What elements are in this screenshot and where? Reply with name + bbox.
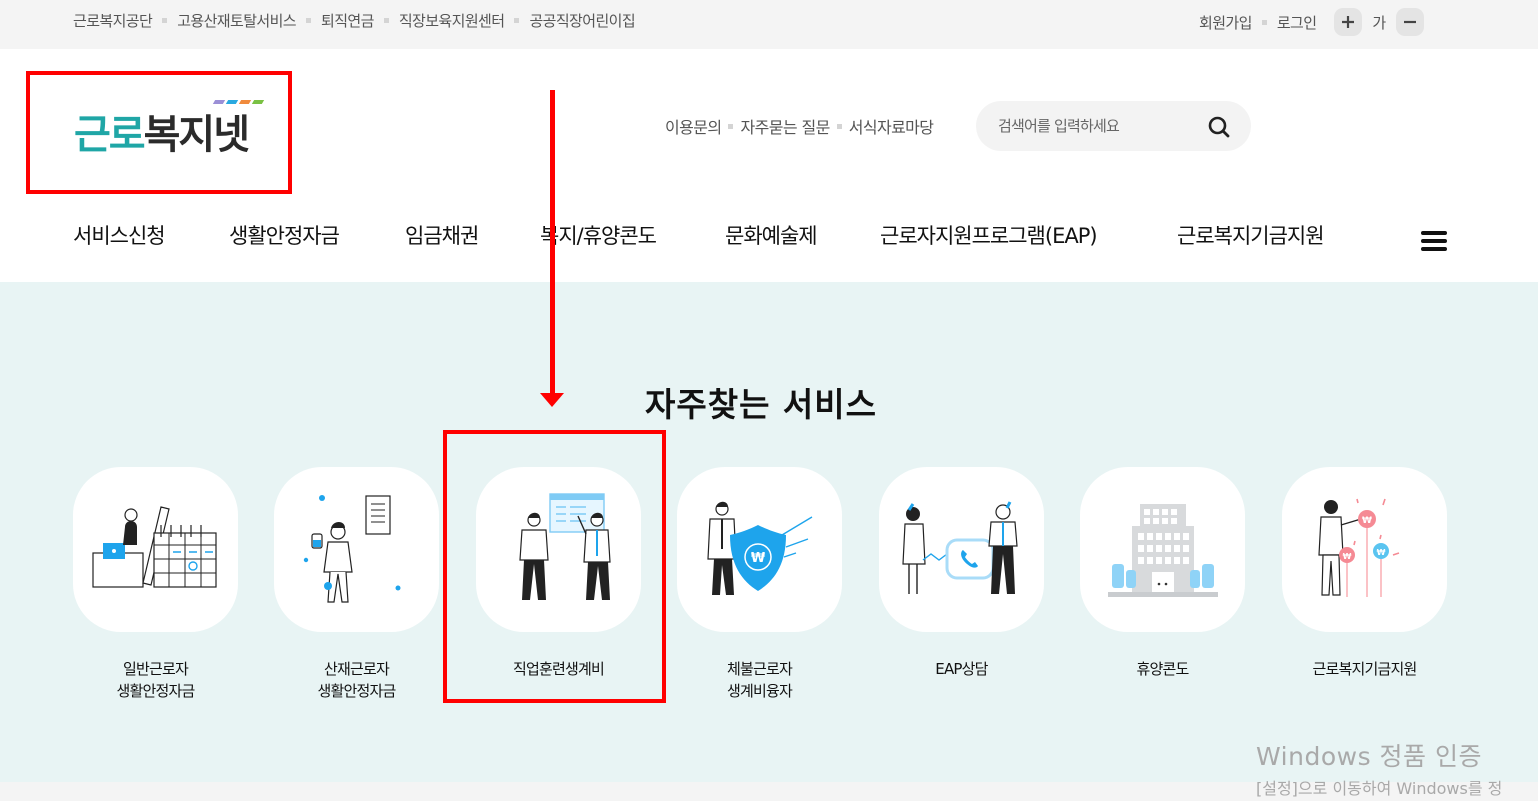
training-presentation-icon bbox=[518, 492, 611, 600]
label-line: 휴양콘도 bbox=[1136, 660, 1189, 678]
service-card-welfare-fund-support[interactable]: ₩ ₩ ₩ 근로복지기금지원 bbox=[1282, 467, 1447, 680]
svg-text:₩: ₩ bbox=[1376, 548, 1385, 557]
font-size-label: 가 bbox=[1372, 13, 1386, 32]
label-line: 직업훈련생계비 bbox=[512, 660, 605, 678]
utility-bar: 근로복지공단 고용산재토탈서비스 퇴직연금 직장보육지원센터 공공직장어린이집 … bbox=[0, 0, 1538, 49]
svg-text:₩: ₩ bbox=[750, 551, 765, 566]
service-label: 일반근로자 생활안정자금 bbox=[73, 658, 238, 702]
nav-eap[interactable]: 근로자지원프로그램(EAP) bbox=[880, 224, 1098, 248]
link-pension[interactable]: 퇴직연금 bbox=[321, 12, 374, 30]
font-increase-button[interactable] bbox=[1334, 8, 1363, 36]
service-card-industrial-accident-fund[interactable]: 산재근로자 생활안정자금 bbox=[274, 467, 439, 702]
service-label: 직업훈련생계비 bbox=[476, 658, 641, 680]
separator-dot bbox=[728, 123, 734, 129]
phone-counsel-icon bbox=[901, 500, 1018, 594]
service-label: 근로복지기금지원 bbox=[1282, 658, 1447, 680]
footer-strip bbox=[0, 782, 1538, 801]
service-icon-box: ₩ bbox=[677, 467, 842, 632]
forms-link[interactable]: 서식자료마당 bbox=[848, 118, 934, 137]
label-line: 근로복지기금지원 bbox=[1312, 660, 1417, 678]
separator-dot bbox=[306, 18, 312, 23]
login-link[interactable]: 로그인 bbox=[1276, 13, 1317, 32]
service-label: EAP상담 bbox=[879, 658, 1044, 680]
menu-button[interactable] bbox=[1421, 231, 1447, 253]
link-comwel[interactable]: 근로복지공단 bbox=[73, 12, 153, 30]
service-label: 휴양콘도 bbox=[1080, 658, 1245, 680]
watermark-line-1: Windows 정품 인증 bbox=[1256, 742, 1482, 771]
search-input[interactable] bbox=[998, 114, 1198, 138]
search-box bbox=[976, 101, 1251, 151]
service-icon-box: ₩ ₩ ₩ bbox=[1282, 467, 1447, 632]
service-card-general-worker-fund[interactable]: 일반근로자 생활안정자금 bbox=[73, 467, 238, 702]
link-public-daycare[interactable]: 공공직장어린이집 bbox=[529, 12, 636, 30]
calendar-worker-icon bbox=[91, 505, 217, 588]
separator-dot bbox=[383, 18, 389, 23]
label-line: EAP상담 bbox=[935, 660, 988, 678]
label-line: 생활안정자금 bbox=[116, 682, 195, 700]
won-shield-icon: ₩ bbox=[706, 501, 812, 595]
plus-icon bbox=[1342, 16, 1355, 28]
separator-dot bbox=[1261, 19, 1267, 25]
separator-dot bbox=[162, 18, 168, 23]
separator-dot bbox=[836, 123, 842, 129]
service-icon-box bbox=[1080, 467, 1245, 632]
main-navigation: 서비스신청 생활안정자금 임금채권 복지/휴양콘도 문화예술제 근로자지원프로그… bbox=[0, 220, 1538, 260]
watermark-line-2: [설정]으로 이동하여 Windows를 정 bbox=[1256, 779, 1503, 798]
help-links: 이용문의 자주묻는 질문 서식자료마당 bbox=[665, 114, 934, 138]
fund-flower-icon: ₩ ₩ ₩ bbox=[1317, 498, 1399, 597]
member-links: 회원가입 로그인 가 bbox=[1199, 8, 1424, 36]
service-icon-box bbox=[476, 467, 641, 632]
nav-welfare-fund[interactable]: 근로복지기금지원 bbox=[1177, 224, 1325, 248]
section-title: 자주찾는 서비스 bbox=[644, 385, 877, 424]
logo-text: 근로복지넷 bbox=[74, 102, 250, 160]
link-total-service[interactable]: 고용산재토탈서비스 bbox=[177, 12, 297, 30]
logo-part-2: 복지넷 bbox=[143, 112, 250, 158]
nav-living-fund[interactable]: 생활안정자금 bbox=[229, 224, 340, 248]
link-childcare-center[interactable]: 직장보육지원센터 bbox=[398, 12, 505, 30]
label-line: 산재근로자 bbox=[323, 660, 390, 678]
svg-text:₩: ₩ bbox=[1362, 516, 1372, 526]
service-card-eap-counseling[interactable]: EAP상담 bbox=[879, 467, 1044, 680]
service-icon-box bbox=[274, 467, 439, 632]
nav-wage-claim[interactable]: 임금채권 bbox=[405, 224, 479, 248]
signup-link[interactable]: 회원가입 bbox=[1199, 13, 1252, 32]
service-card-vocational-training-living-cost[interactable]: 직업훈련생계비 bbox=[476, 467, 641, 680]
font-decrease-button[interactable] bbox=[1395, 8, 1424, 36]
service-icon-box bbox=[73, 467, 238, 632]
service-card-unpaid-worker-loan[interactable]: ₩ 체불근로자 생계비융자 bbox=[677, 467, 842, 702]
minus-icon bbox=[1403, 20, 1416, 24]
service-label: 산재근로자 생활안정자금 bbox=[274, 658, 439, 702]
label-line: 생활안정자금 bbox=[317, 682, 396, 700]
nav-service-apply[interactable]: 서비스신청 bbox=[73, 224, 166, 248]
site-logo[interactable]: 근로복지넷 bbox=[74, 96, 274, 158]
inquiry-link[interactable]: 이용문의 bbox=[665, 118, 722, 137]
faq-link[interactable]: 자주묻는 질문 bbox=[740, 118, 830, 137]
label-line: 체불근로자 bbox=[726, 660, 793, 678]
logo-part-1: 근로 bbox=[74, 112, 146, 158]
hamburger-icon bbox=[1421, 231, 1447, 251]
condo-building-icon bbox=[1107, 503, 1218, 597]
service-card-resort-condo[interactable]: 휴양콘도 bbox=[1080, 467, 1245, 680]
nav-welfare-condo[interactable]: 복지/휴양콘도 bbox=[540, 224, 657, 248]
label-line: 일반근로자 bbox=[122, 660, 189, 678]
iv-drip-worker-icon bbox=[303, 494, 400, 603]
service-icon-box bbox=[879, 467, 1044, 632]
nav-culture-festival[interactable]: 문화예술제 bbox=[725, 224, 818, 248]
search-icon bbox=[1208, 116, 1230, 138]
family-site-links: 근로복지공단 고용산재토탈서비스 퇴직연금 직장보육지원센터 공공직장어린이집 bbox=[73, 10, 636, 31]
annotation-arrow-head bbox=[540, 393, 564, 407]
label-line: 생계비융자 bbox=[726, 682, 793, 700]
search-button[interactable] bbox=[1207, 115, 1231, 139]
windows-activation-watermark: Windows 정품 인증 [설정]으로 이동하여 Windows를 정 bbox=[1256, 737, 1502, 799]
svg-text:₩: ₩ bbox=[1342, 552, 1351, 561]
service-label: 체불근로자 생계비융자 bbox=[677, 658, 842, 702]
annotation-arrow-line bbox=[550, 90, 555, 395]
separator-dot bbox=[514, 18, 520, 23]
